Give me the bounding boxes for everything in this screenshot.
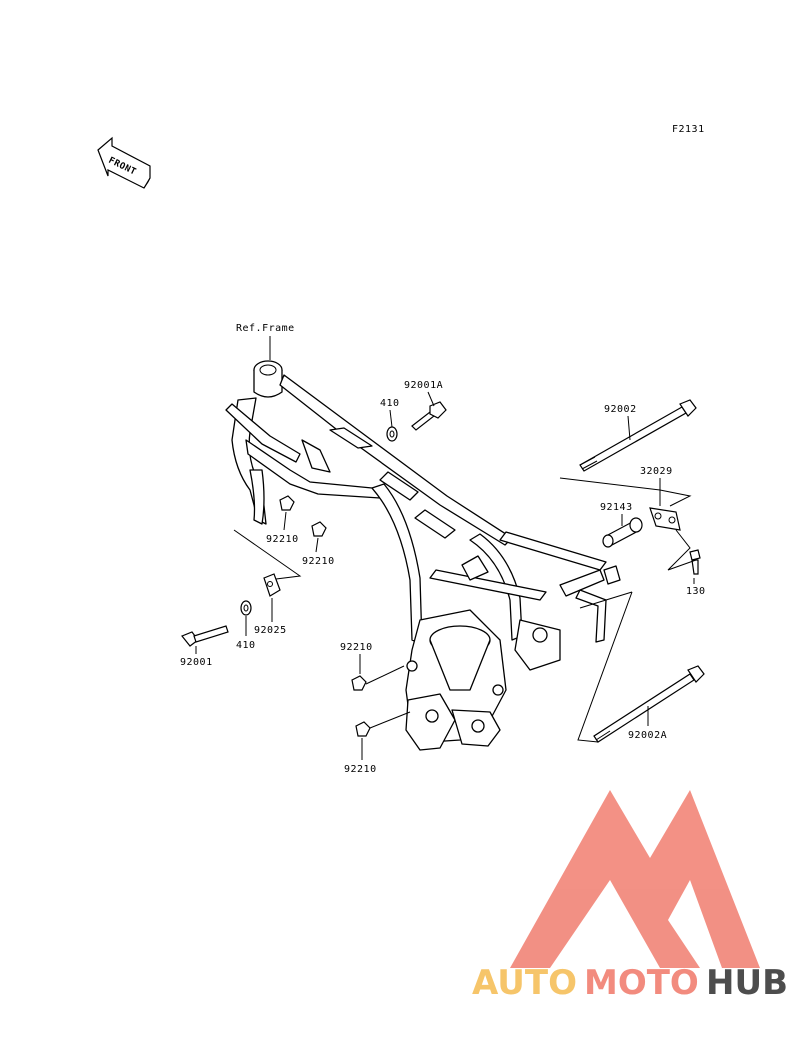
collar-92143 — [602, 517, 643, 548]
bolt-92002 — [579, 399, 697, 472]
label-92210-a: 92210 — [266, 534, 299, 545]
bolt-92001 — [181, 625, 229, 647]
label-92002a: 92002A — [628, 730, 667, 741]
watermark-text-1: AUTO — [472, 963, 577, 1003]
nut-92210-b — [311, 521, 327, 537]
watermark-text-2: MOTO — [584, 963, 699, 1003]
bolt-92001a — [411, 401, 447, 431]
label-410-top: 410 — [380, 398, 400, 409]
diagram-code: F2131 — [672, 124, 705, 135]
motorcycle-frame — [225, 360, 621, 751]
nut-92210-d — [355, 721, 371, 737]
label-92025: 92025 — [254, 625, 287, 636]
bracket-32029 — [649, 507, 681, 531]
nut-92210-c — [351, 675, 367, 691]
watermark-text-3: HUB — [706, 963, 788, 1003]
washer-410-top — [386, 426, 398, 442]
bolt-130 — [689, 549, 701, 575]
label-92210-b: 92210 — [302, 556, 335, 567]
nut-92210-a — [279, 495, 295, 511]
label-92210-c: 92210 — [340, 642, 373, 653]
label-32029: 32029 — [640, 466, 673, 477]
label-92001a: 92001A — [404, 380, 443, 391]
washer-410-left — [240, 600, 252, 616]
label-92001: 92001 — [180, 657, 213, 668]
front-arrow-icon: FRONT — [97, 136, 151, 189]
label-410-left: 410 — [236, 640, 256, 651]
bolt-92002a — [593, 665, 705, 743]
label-92002: 92002 — [604, 404, 637, 415]
label-92143: 92143 — [600, 502, 633, 513]
watermark-logo-icon — [510, 790, 760, 968]
label-130: 130 — [686, 586, 706, 597]
label-92210-d: 92210 — [344, 764, 377, 775]
clamp-92025 — [263, 573, 281, 597]
ref-frame-label: Ref.Frame — [236, 323, 295, 334]
